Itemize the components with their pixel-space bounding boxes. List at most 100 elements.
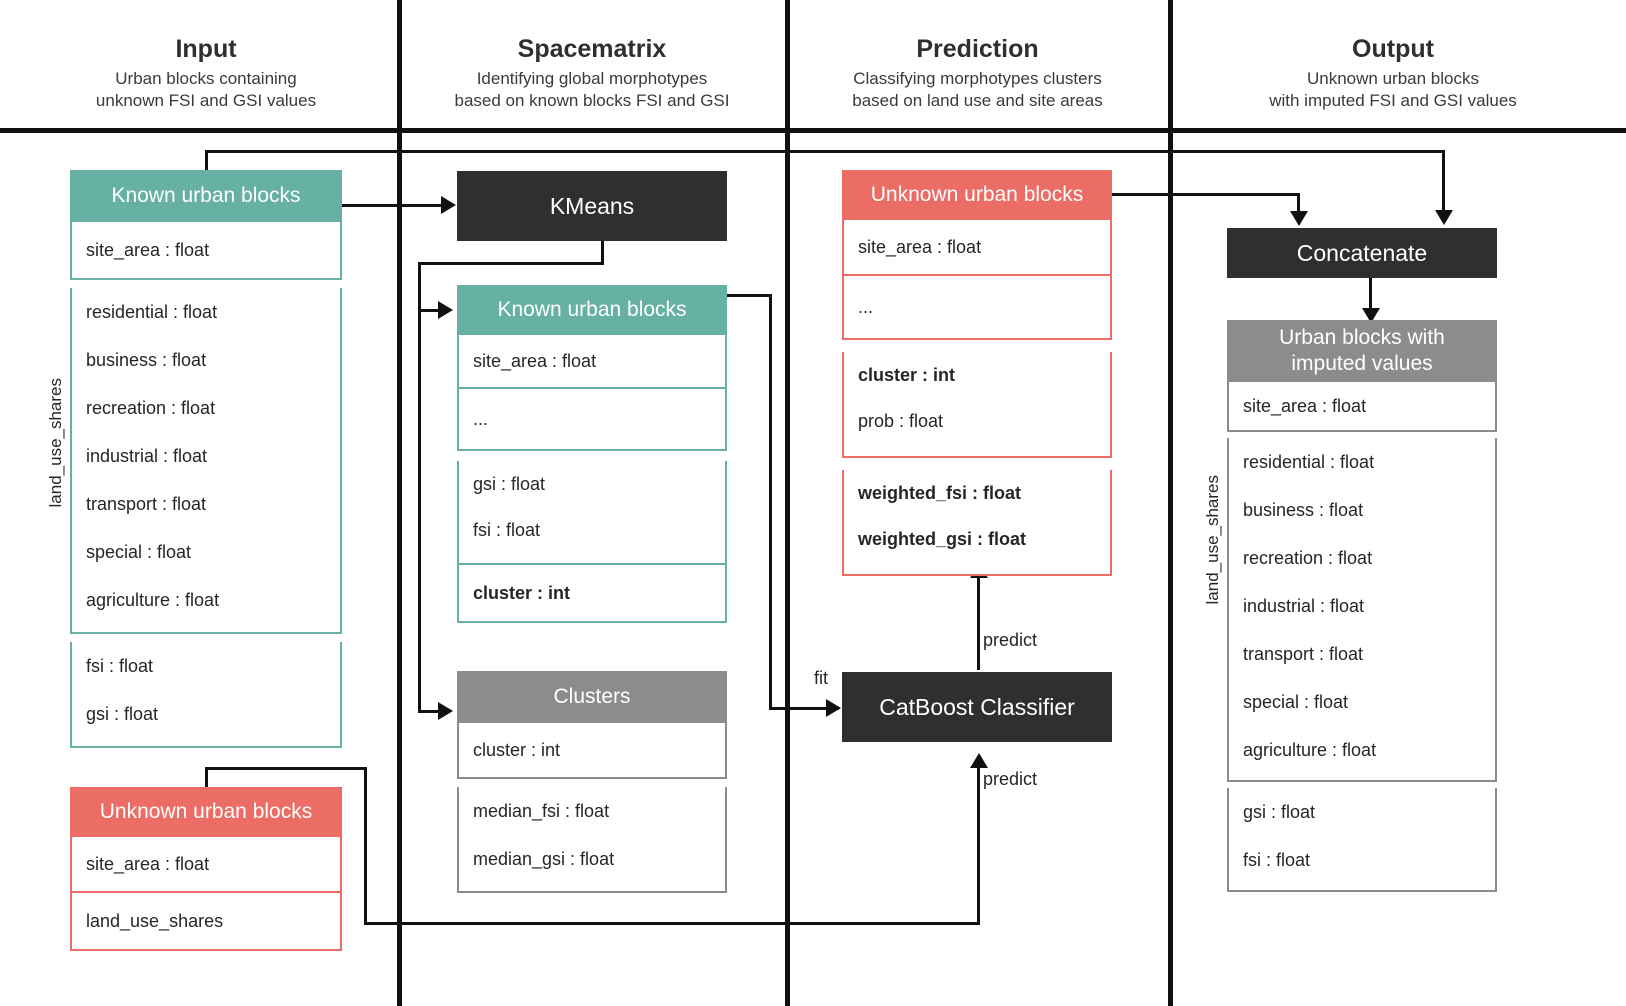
- process-kmeans: KMeans: [457, 171, 727, 241]
- table-group: ...: [842, 276, 1112, 340]
- table-group: gsi : float fsi : float: [1227, 788, 1497, 892]
- column-divider-1: [397, 0, 402, 1006]
- column-subtitle: Classifying morphotypes clusters based o…: [852, 69, 1103, 110]
- table-clusters: Clusters cluster : int median_fsi : floa…: [457, 671, 727, 893]
- table-unknown-urban-blocks-input: Unknown urban blocks site_area : float l…: [70, 787, 342, 951]
- table-row: site_area : float: [473, 350, 597, 371]
- table-row: business : float: [1243, 499, 1364, 520]
- table-row: industrial : float: [1243, 595, 1365, 616]
- table-group: land_use_shares: [70, 893, 342, 951]
- table-group: ...: [457, 389, 727, 451]
- table-row: ...: [473, 408, 489, 429]
- table-row: fsi : float: [473, 519, 541, 540]
- table-row: median_gsi : float: [473, 848, 615, 869]
- output-side-label: land_use_shares: [1203, 475, 1222, 605]
- table-header: Urban blocks with imputed values: [1227, 320, 1497, 382]
- edge-label-predict-bottom: predict: [983, 769, 1038, 789]
- column-header-input: Input Urban blocks containing unknown FS…: [20, 34, 392, 112]
- edge-unknown-input-h: [205, 767, 367, 770]
- edge-unknown-input-riser: [205, 767, 208, 789]
- table-row: residential : float: [86, 301, 218, 322]
- edge-concatenate-down: [1369, 278, 1372, 312]
- column-title: Input: [175, 35, 237, 63]
- column-subtitle: Identifying global morphotypes based on …: [454, 69, 730, 110]
- table-group: site_area : float: [457, 335, 727, 389]
- table-row: cluster : int: [858, 364, 956, 385]
- edge-bottom-bus-to-catboost: [977, 768, 980, 923]
- table-row: fsi : float: [86, 655, 154, 676]
- table-row: transport : float: [86, 493, 207, 514]
- arrow-into-concatenate-right: [1435, 210, 1453, 225]
- column-title: Output: [1352, 35, 1434, 63]
- table-row: weighted_fsi : float: [858, 482, 1022, 503]
- table-row: cluster : int: [473, 739, 561, 760]
- table-known-urban-blocks-spacematrix: Known urban blocks site_area : float ...…: [457, 285, 727, 623]
- column-divider-2: [785, 0, 790, 1006]
- table-header: Known urban blocks: [70, 170, 342, 222]
- arrow-into-kmeans: [441, 196, 456, 214]
- table-row: site_area : float: [1243, 395, 1367, 416]
- edge-topbus-to-concatenate: [1442, 150, 1445, 212]
- table-row: special : float: [86, 541, 192, 562]
- edge-label-fit: fit: [814, 668, 829, 688]
- table-row: business : float: [86, 349, 207, 370]
- arrow-into-catboost-predict: [970, 753, 988, 768]
- table-row: ...: [858, 296, 874, 317]
- column-header-output: Output Unknown urban blocks with imputed…: [1173, 34, 1613, 112]
- table-row: median_fsi : float: [473, 800, 610, 821]
- column-subtitle: Urban blocks containing unknown FSI and …: [95, 69, 317, 110]
- table-row: site_area : float: [86, 239, 210, 260]
- table-row: special : float: [1243, 691, 1349, 712]
- column-title: Spacematrix: [517, 35, 667, 63]
- edge-catboost-up: [977, 578, 980, 670]
- table-row: gsi : float: [86, 703, 159, 724]
- arrow-into-concatenate-left: [1290, 211, 1308, 226]
- table-header: Unknown urban blocks: [842, 170, 1112, 220]
- table-row: industrial : float: [86, 445, 208, 466]
- process-concatenate: Concatenate: [1227, 228, 1497, 278]
- edge-kmeans-bus-v: [418, 262, 421, 712]
- table-row: land_use_shares: [86, 910, 224, 931]
- table-row: recreation : float: [1243, 547, 1373, 568]
- column-header-prediction: Prediction Classifying morphotypes clust…: [790, 34, 1165, 112]
- input-known-side-label: land_use_shares: [46, 378, 65, 508]
- table-group: cluster : int prob : float: [842, 352, 1112, 458]
- table-row: site_area : float: [86, 853, 210, 874]
- edge-topbus-horizontal: [205, 150, 1445, 153]
- table-row: agriculture : float: [1243, 739, 1377, 760]
- edge-unknown-pred-out: [1112, 193, 1300, 196]
- table-row: agriculture : float: [86, 589, 220, 610]
- table-group: weighted_fsi : float weighted_gsi : floa…: [842, 470, 1112, 576]
- table-row: fsi : float: [1243, 849, 1311, 870]
- edge-knownsm-down: [769, 294, 772, 710]
- table-urban-blocks-imputed: Urban blocks with imputed values site_ar…: [1227, 320, 1497, 892]
- table-group: site_area : float: [70, 222, 342, 280]
- arrow-into-known-spacematrix: [438, 301, 453, 319]
- table-header: Clusters: [457, 671, 727, 723]
- table-row: weighted_gsi : float: [858, 528, 1027, 549]
- table-row: recreation : float: [86, 397, 216, 418]
- edge-knownsm-to-catboost: [769, 707, 839, 710]
- column-divider-3: [1168, 0, 1173, 1006]
- edge-bottom-bus: [364, 922, 980, 925]
- table-known-urban-blocks-input: Known urban blocks site_area : float res…: [70, 170, 342, 748]
- column-title: Prediction: [916, 35, 1039, 63]
- edge-kmeans-down: [601, 240, 604, 264]
- process-catboost-classifier: CatBoost Classifier: [842, 672, 1112, 742]
- table-row: transport : float: [1243, 643, 1364, 664]
- edge-label-predict-top: predict: [983, 630, 1038, 650]
- table-group: residential : float business : float rec…: [70, 288, 342, 634]
- edge-unknown-input-down: [364, 767, 367, 925]
- table-group: cluster : int: [457, 565, 727, 623]
- table-row: prob : float: [858, 410, 944, 431]
- column-subtitle: Unknown urban blocks with imputed FSI an…: [1269, 69, 1517, 110]
- arrow-into-clusters: [438, 702, 453, 720]
- arrow-into-imputed-table: [1362, 308, 1380, 323]
- edge-knownsm-out: [724, 294, 772, 297]
- header-divider: [0, 128, 1626, 133]
- table-row: gsi : float: [1243, 801, 1316, 822]
- edge-bus-to-known-sm: [418, 309, 440, 312]
- table-header: Known urban blocks: [457, 285, 727, 335]
- table-row: residential : float: [1243, 451, 1375, 472]
